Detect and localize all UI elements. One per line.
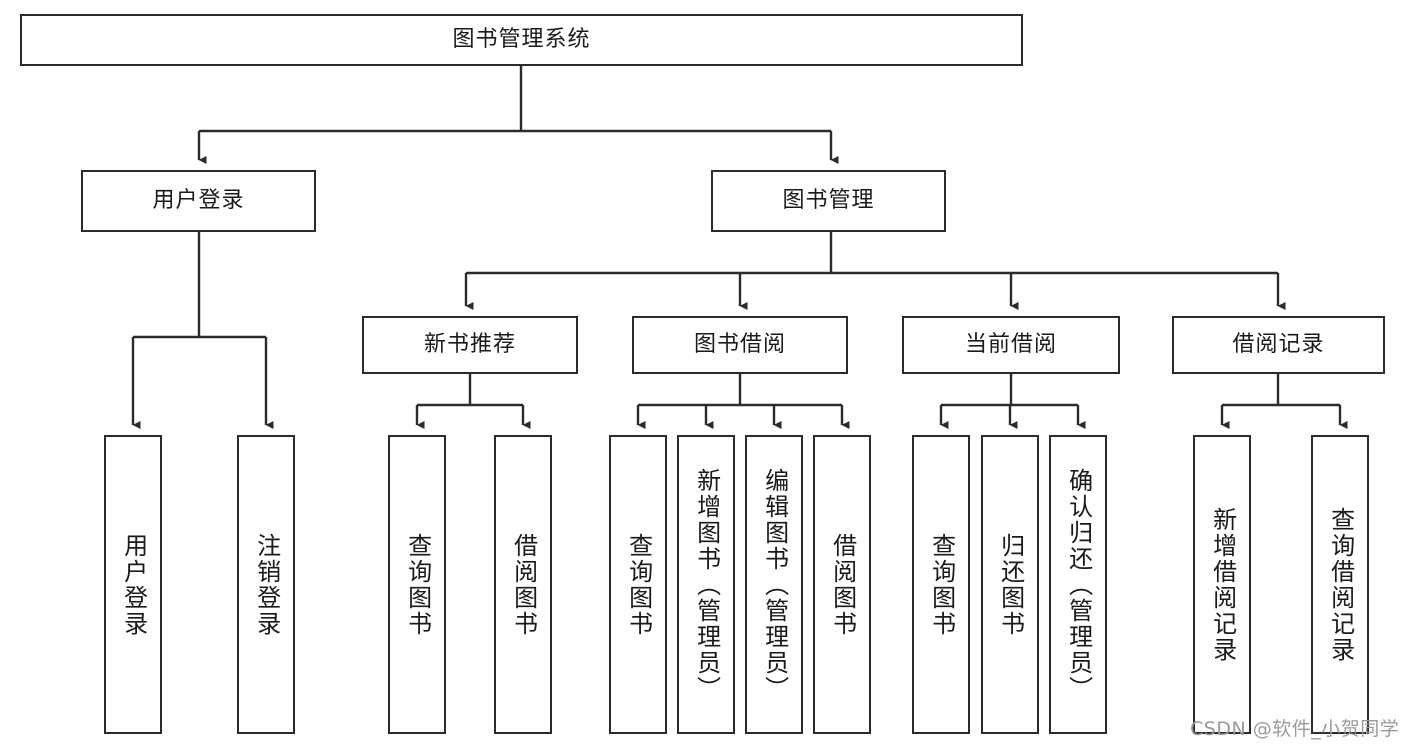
leaf-book-borrow-1[interactable]: 查询图书 [609, 435, 667, 734]
leaf-label: 归还图书 [996, 532, 1025, 637]
node-user-login[interactable]: 用户登录 [81, 170, 316, 232]
node-borrow-records[interactable]: 借阅记录 [1172, 316, 1385, 374]
node-root[interactable]: 图书管理系统 [20, 14, 1023, 66]
node-new-book-recommend[interactable]: 新书推荐 [362, 316, 578, 374]
leaf-borrow-records-2[interactable]: 查询借阅记录 [1311, 435, 1369, 734]
leaf-book-borrow-2[interactable]: 新增图书（管理员） [677, 435, 735, 734]
leaf-label: 借阅图书 [828, 532, 857, 637]
leaf-label: 编辑图书（管理员） [760, 467, 789, 702]
leaf-label: 注销登录 [252, 532, 281, 637]
leaf-label: 查询图书 [624, 532, 653, 637]
leaf-new-book-recommend-2[interactable]: 借阅图书 [494, 435, 552, 734]
leaf-user-login-2[interactable]: 注销登录 [237, 435, 295, 734]
leaf-label: 新增图书（管理员） [692, 467, 721, 702]
leaf-label: 查询借阅记录 [1326, 506, 1355, 663]
leaf-label: 确认归还（管理员） [1064, 467, 1093, 702]
node-book-management[interactable]: 图书管理 [711, 170, 946, 232]
watermark-text: CSDN @软件_小贺同学 [1190, 718, 1400, 740]
node-new-book-recommend-label: 新书推荐 [423, 331, 516, 357]
leaf-borrow-records-1[interactable]: 新增借阅记录 [1193, 435, 1251, 734]
node-current-borrow-label: 当前借阅 [964, 331, 1057, 357]
leaf-label: 查询图书 [927, 532, 956, 637]
node-book-borrow[interactable]: 图书借阅 [632, 316, 848, 374]
leaf-label: 借阅图书 [509, 532, 538, 637]
leaf-label: 新增借阅记录 [1208, 506, 1237, 663]
leaf-label: 用户登录 [119, 532, 148, 637]
leaf-current-borrow-1[interactable]: 查询图书 [912, 435, 970, 734]
leaf-new-book-recommend-1[interactable]: 查询图书 [388, 435, 446, 734]
leaf-label: 查询图书 [403, 532, 432, 637]
node-book-borrow-label: 图书借阅 [693, 331, 786, 357]
node-user-login-label: 用户登录 [152, 187, 245, 213]
leaf-book-borrow-4[interactable]: 借阅图书 [813, 435, 871, 734]
node-borrow-records-label: 借阅记录 [1232, 331, 1325, 357]
node-current-borrow[interactable]: 当前借阅 [902, 316, 1120, 374]
leaf-user-login-1[interactable]: 用户登录 [104, 435, 162, 734]
node-book-management-label: 图书管理 [782, 187, 875, 213]
leaf-current-borrow-3[interactable]: 确认归还（管理员） [1049, 435, 1107, 734]
node-root-label: 图书管理系统 [452, 26, 591, 52]
leaf-book-borrow-3[interactable]: 编辑图书（管理员） [745, 435, 803, 734]
leaf-current-borrow-2[interactable]: 归还图书 [981, 435, 1039, 734]
